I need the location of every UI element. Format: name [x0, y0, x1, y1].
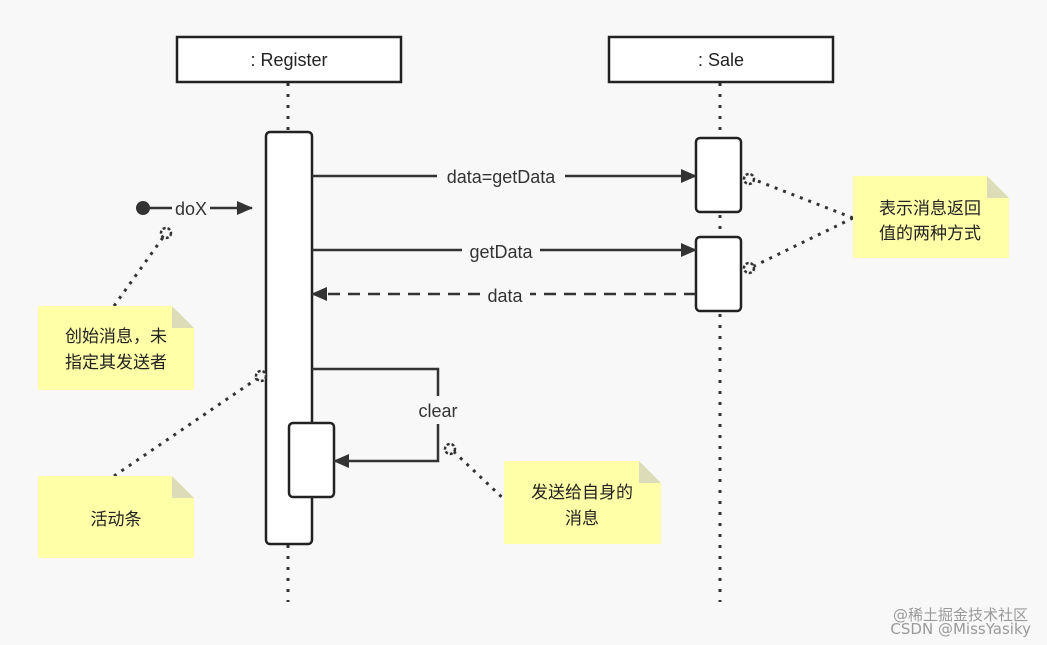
note-found-message: 创始消息，未 指定其发送者: [38, 306, 194, 390]
sale-activation-bar-2: [694, 235, 743, 313]
message-data-return: data: [311, 286, 696, 306]
note-self-message-line1: 发送给自身的: [531, 483, 633, 503]
note-return-ways-line2: 值的两种方式: [879, 224, 981, 244]
note-found-message-line2: 指定其发送者: [65, 353, 167, 373]
note-activation-bar-line1: 活动条: [91, 510, 142, 530]
sale-activation-bar-1: [694, 136, 743, 214]
note-self-message-line2: 消息: [565, 509, 599, 529]
data-return-label: data: [487, 286, 523, 306]
note-return-ways: 表示消息返回 值的两种方式: [853, 176, 1009, 258]
connector-end-circles: [159, 172, 756, 456]
note-connectors: [112, 176, 854, 505]
message-getdata: getData: [312, 242, 697, 262]
watermark-line1: @稀土掘金技术社区: [893, 606, 1028, 624]
clear-label: clear: [418, 401, 457, 421]
sale-participant: : Sale: [607, 35, 835, 84]
note-self-message: 发送给自身的 消息: [504, 461, 661, 544]
found-message-dox: doX: [136, 199, 253, 219]
register-participant-label: : Register: [250, 50, 327, 70]
register-participant: : Register: [175, 35, 403, 84]
note-found-message-line1: 创始消息，未: [65, 327, 167, 347]
watermark-line2: CSDN @MissYasiky: [890, 620, 1031, 638]
data-getdata-label: data=getData: [447, 167, 557, 187]
watermark: @稀土掘金技术社区 CSDN @MissYasiky: [890, 606, 1031, 638]
getdata-label: getData: [469, 242, 533, 262]
message-data-getdata: data=getData: [312, 167, 697, 187]
sale-participant-label: : Sale: [698, 50, 744, 70]
register-self-activation-bar: [287, 421, 336, 499]
note-return-ways-line1: 表示消息返回: [879, 199, 981, 219]
self-message-clear: clear: [312, 367, 458, 468]
note-activation-bar: 活动条: [38, 476, 194, 558]
dox-label: doX: [175, 199, 207, 219]
